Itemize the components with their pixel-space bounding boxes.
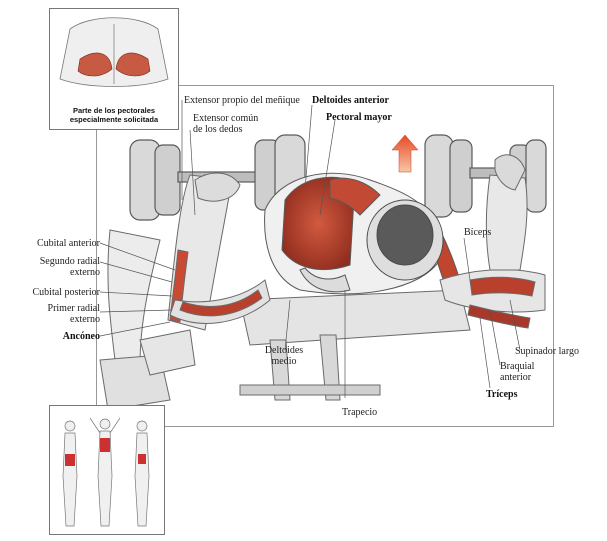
inset-caption-line1: Parte de los pectorales: [72, 106, 156, 115]
label-biceps: Bíceps: [464, 227, 492, 238]
label-cubital-posterior: Cubital posterior: [32, 287, 101, 298]
inset-caption-line2: especialmente solicitada: [69, 115, 159, 124]
label-braquial-1: Braquial: [500, 361, 535, 372]
label-segundo-radial-2: externo: [70, 267, 100, 278]
label-extensor-propio: Extensor propio del meñique: [184, 95, 300, 106]
dumbbell-right: [424, 134, 547, 218]
label-braquial-2: anterior: [500, 372, 532, 383]
bench: [239, 289, 471, 401]
label-trapecio: Trapecio: [342, 407, 378, 418]
left-arm: [167, 172, 271, 331]
label-deltoides-medio-1: Deltoides: [264, 345, 304, 356]
label-deltoides-medio-2: medio: [271, 356, 297, 367]
label-extensor-comun-1: Extensor común: [193, 113, 259, 124]
label-anconeo: Ancóneo: [62, 331, 100, 342]
pectoral-diagram: [59, 17, 169, 87]
label-deltoides-anterior: Deltoides anterior: [312, 95, 389, 106]
label-pectoral-mayor: Pectoral mayor: [326, 112, 392, 123]
label-extensor-comun-2: de los dedos: [193, 124, 243, 135]
label-triceps: Tríceps: [486, 389, 518, 400]
leader-lines: [99, 100, 521, 398]
inset-full-body: [49, 405, 165, 535]
label-segundo-radial-1: Segundo radial: [39, 256, 100, 267]
inset-pectorals: Parte de los pectorales especialmente so…: [49, 8, 179, 130]
up-arrow-icon: [391, 134, 419, 173]
legs: [99, 229, 196, 411]
label-primer-radial-1: Primer radial: [47, 303, 100, 314]
label-cubital-anterior: Cubital anterior: [36, 238, 100, 249]
full-body-figures: [62, 417, 150, 527]
label-primer-radial-2: externo: [70, 314, 100, 325]
head: [366, 199, 444, 281]
label-supinador-largo: Supinador largo: [515, 346, 579, 357]
